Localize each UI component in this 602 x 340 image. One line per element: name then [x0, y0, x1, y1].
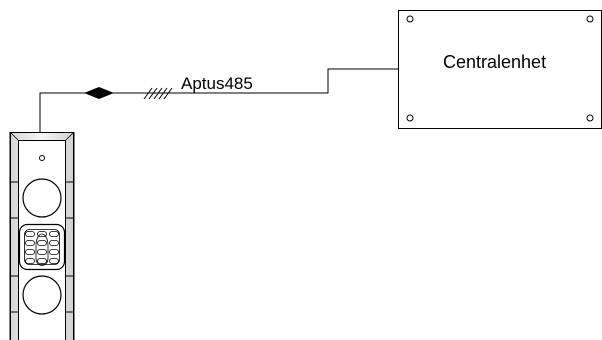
multi-conductor-slash-icon — [143, 87, 173, 100]
mount-hole-top-left — [406, 15, 414, 23]
mount-hole-bottom-right — [586, 114, 594, 122]
mount-hole-top-right — [586, 15, 594, 23]
camera-dot — [39, 155, 45, 161]
bus-cable — [39, 68, 398, 132]
central-unit: Centralenhet — [398, 10, 602, 129]
speaker-grille-bottom — [10, 275, 74, 315]
speaker-grille-top — [10, 178, 74, 219]
keypad — [18, 223, 66, 271]
double-arrow-icon — [84, 87, 114, 99]
central-unit-label: Centralenhet — [443, 52, 546, 72]
mount-hole-bottom-left — [406, 114, 414, 122]
bus-label: Aptus485 — [181, 74, 253, 93]
door-entry-panel-icon — [9, 131, 75, 340]
